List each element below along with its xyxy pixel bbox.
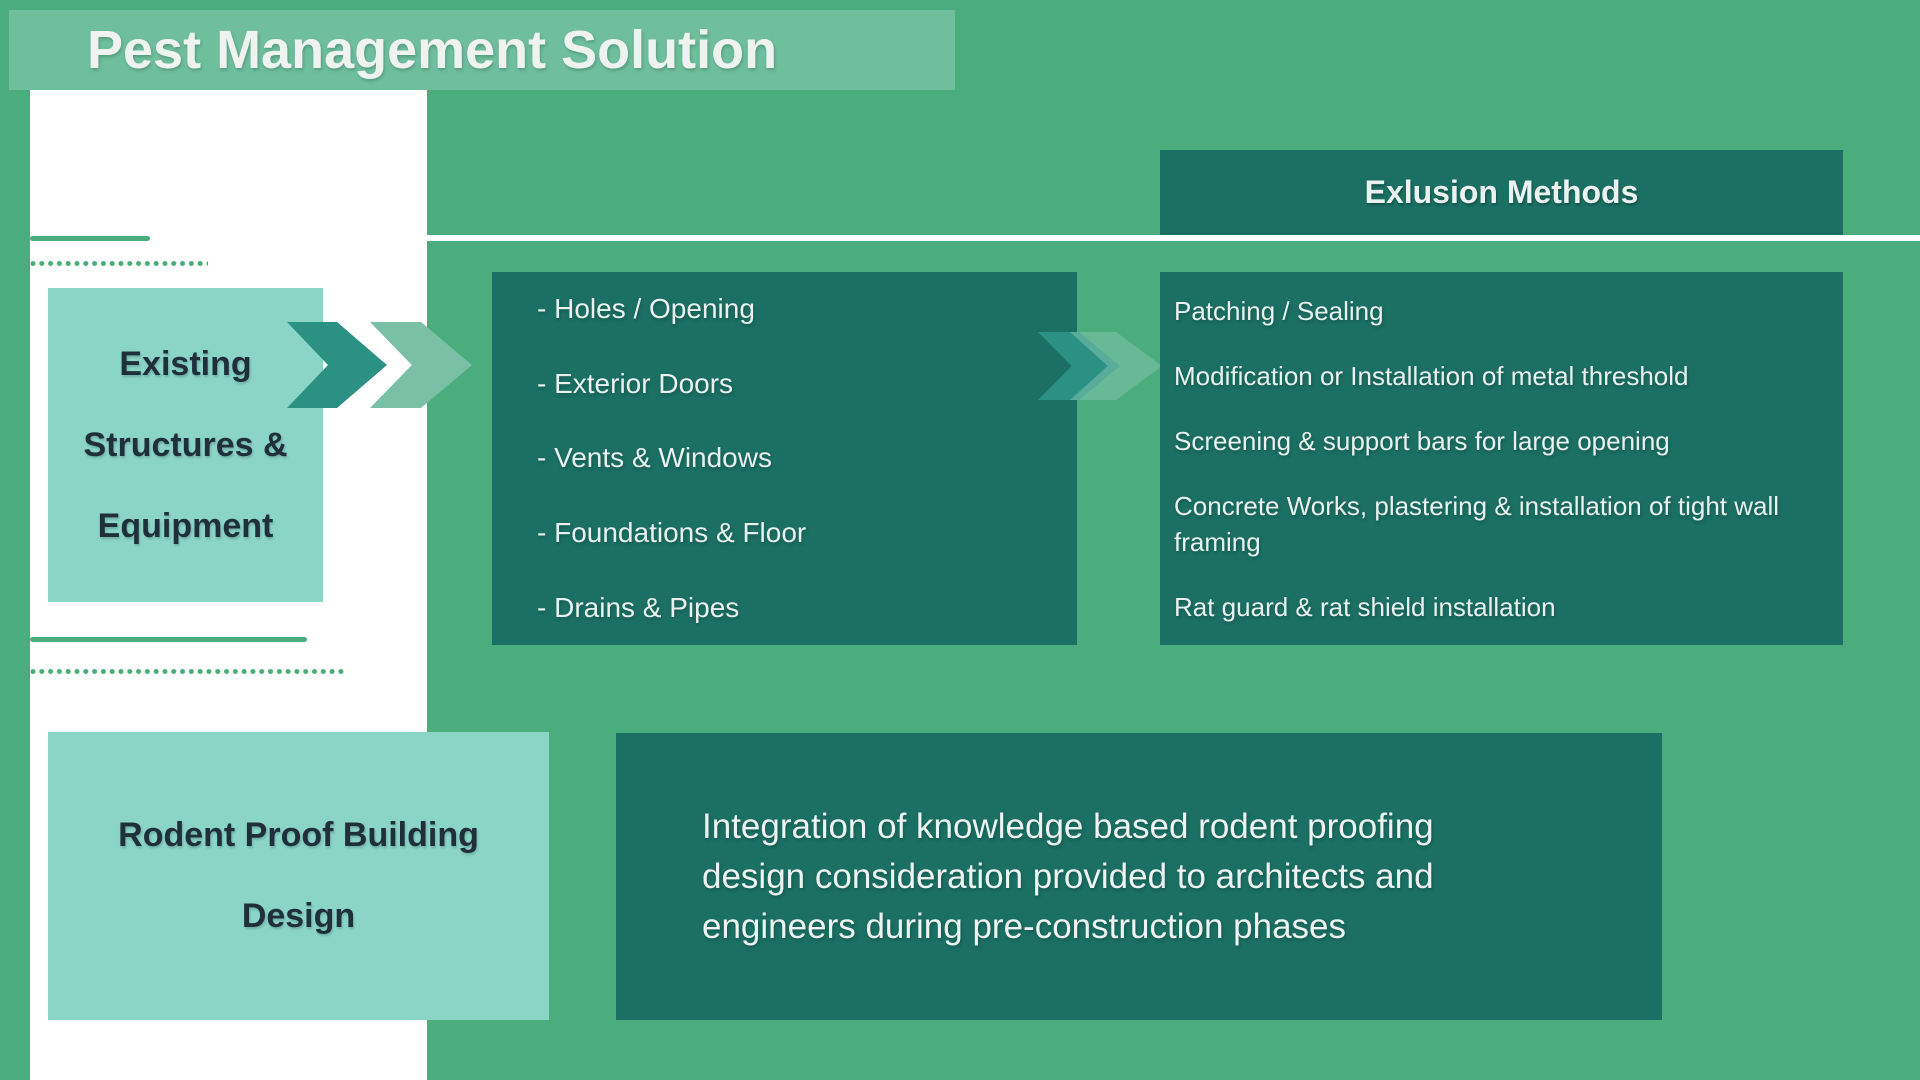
list-item: - Foundations & Floor: [537, 517, 807, 549]
exclusion-methods-title: Exlusion Methods: [1364, 174, 1639, 210]
list-item: Modification or Installation of metal th…: [1174, 360, 1689, 391]
decorative-dotted-line-bottom: [30, 668, 344, 675]
rodent-proof-design-box: Rodent Proof Building Design: [48, 732, 549, 1020]
decorative-solid-line-bottom: [30, 637, 307, 642]
list-item: Screening & support bars for large openi…: [1174, 425, 1670, 456]
list-item: - Holes / Opening: [537, 293, 755, 325]
existing-structures-line: Equipment: [97, 506, 274, 545]
list-item: - Exterior Doors: [537, 367, 734, 399]
existing-structures-box: Existing Structures & Equipment: [48, 288, 323, 602]
vulnerable-areas-box: - Holes / Opening - Exterior Doors - Ven…: [492, 272, 1077, 645]
integration-note-box: Integration of knowledge based rodent pr…: [616, 733, 1662, 1020]
list-item: - Drains & Pipes: [537, 591, 740, 623]
rodent-proof-design-line: Rodent Proof Building: [118, 816, 479, 854]
decorative-solid-line-top: [30, 236, 150, 241]
rodent-proof-design-line: Design: [241, 897, 356, 935]
decorative-dotted-line-top: [30, 260, 208, 267]
title-bar: Pest Management Solution: [9, 10, 955, 90]
existing-structures-line: Structures &: [83, 425, 288, 464]
exclusion-methods-list: Patching / Sealing Modification or Insta…: [1160, 272, 1843, 645]
integration-note-line: engineers during pre-construction phases: [702, 906, 1346, 946]
integration-note-line: design consideration provided to archite…: [702, 856, 1434, 896]
integration-note-line: Integration of knowledge based rodent pr…: [702, 806, 1434, 846]
list-item: Rat guard & rat shield installation: [1174, 591, 1556, 622]
list-item: Concrete Works, plastering & installatio…: [1174, 490, 1780, 557]
horizontal-divider-line: [427, 235, 1920, 241]
existing-structures-line: Existing: [119, 344, 252, 383]
page-title: Pest Management Solution: [87, 20, 778, 80]
list-item: - Vents & Windows: [537, 442, 772, 474]
exclusion-methods-header: Exlusion Methods: [1160, 150, 1843, 235]
vulnerable-areas-list: - Holes / Opening - Exterior Doors - Ven…: [492, 272, 1077, 645]
exclusion-methods-box: Patching / Sealing Modification or Insta…: [1160, 272, 1843, 645]
list-item: Patching / Sealing: [1174, 295, 1384, 326]
